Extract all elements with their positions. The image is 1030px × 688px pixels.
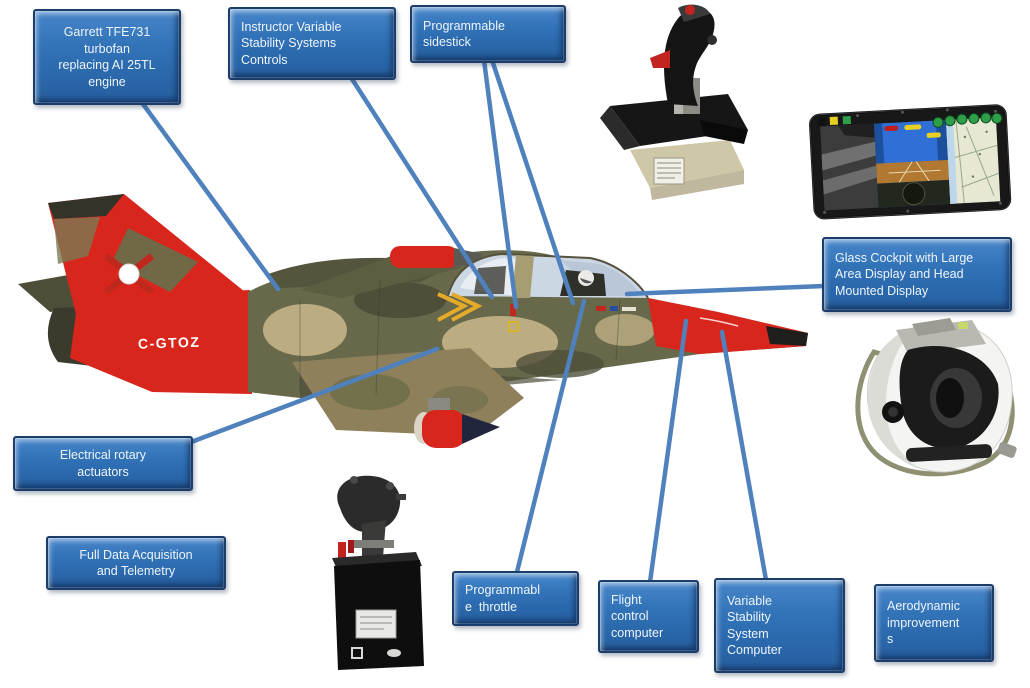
callout-text-line: Glass Cockpit with Large — [835, 250, 974, 265]
callout-rotary-actuators: Electrical rotary actuators — [13, 436, 193, 491]
throttle-quadrant-photo — [332, 475, 424, 670]
callout-flight-control-computer: Flight control computer — [598, 580, 699, 653]
aircraft-registration: C-GTOZ — [138, 334, 201, 352]
helmet-cable — [855, 349, 1015, 477]
flight-helmet-photo — [855, 318, 1017, 477]
callout-vss-computer: Variable Stability System Computer — [714, 578, 845, 673]
yellow-chevron-marking — [437, 292, 469, 322]
callout-instructor-vss-controls: Instructor Variable Stability Systems Co… — [228, 7, 396, 80]
tail-logo — [103, 253, 155, 295]
callout-text-line: System — [727, 626, 769, 641]
callout-aerodynamic-improvements: Aerodynamic improvement s — [874, 584, 994, 662]
callout-programmable-sidestick: Programmable sidestick — [410, 5, 566, 63]
callout-text-line: Full Data Acquisition — [79, 547, 193, 562]
callout-text-line: Flight — [611, 592, 642, 607]
callout-text-line: turbofan — [84, 41, 130, 56]
connector-sidestick-a — [481, 57, 519, 310]
callout-text-line: control — [611, 609, 649, 624]
callout-text-line: computer — [611, 625, 664, 640]
connector-instructor — [349, 76, 495, 300]
connector-vss — [719, 329, 769, 583]
connector-sidestick-b — [489, 57, 576, 306]
callout-data-acquisition: Full Data Acquisition and Telemetry — [46, 536, 226, 590]
callout-text-line: e throttle — [465, 599, 518, 614]
display-knobs — [932, 112, 1003, 128]
connector-engine — [140, 101, 281, 292]
connector-glass-cockpit — [624, 283, 827, 297]
callout-programmable-throttle: Programmabl e throttle — [452, 571, 579, 626]
callout-text-line: sidestick — [423, 35, 471, 49]
callout-text-line: Stability — [727, 610, 771, 624]
callout-text-line: actuators — [77, 464, 129, 479]
callout-text-line: improvement — [887, 615, 960, 630]
callout-engine: Garrett TFE731 turbofan replacing AI 25T… — [33, 9, 181, 105]
callout-text-line: replacing AI 25TL — [58, 58, 156, 72]
connector-actuators — [183, 346, 440, 447]
callout-text-line: Aerodynamic — [887, 599, 960, 614]
callout-text-line: Electrical rotary — [59, 448, 147, 462]
callout-text-line: Garrett TFE731 — [63, 25, 151, 39]
sidestick-hardware-photo — [600, 4, 748, 200]
connector-throttle — [514, 298, 587, 575]
callout-text-line: Instructor Variable — [241, 19, 342, 34]
callout-text-line: Mounted Display — [835, 283, 929, 298]
callout-text-line: Programmable — [423, 18, 505, 33]
callout-text-line: and Telemetry — [96, 564, 176, 578]
callout-glass-cockpit: Glass Cockpit with Large Area Display an… — [822, 237, 1012, 312]
callout-text-line: Area Display and Head — [835, 267, 964, 282]
callout-text-line: Variable — [727, 593, 772, 608]
callout-text-line: engine — [88, 74, 126, 89]
connector-fcc — [647, 318, 689, 585]
aircraft-photo: C-GTOZ — [18, 194, 808, 448]
callout-text-line: Stability Systems — [241, 36, 337, 51]
callout-text-line: Controls — [241, 52, 288, 67]
fuselage-markings — [596, 306, 636, 311]
connector-lines — [140, 57, 827, 585]
callout-text-line: s — [887, 632, 894, 647]
callout-text-line: Programmabl — [465, 583, 541, 597]
callout-text-line: Computer — [727, 643, 782, 657]
glass-cockpit-display-photo — [809, 104, 1012, 220]
